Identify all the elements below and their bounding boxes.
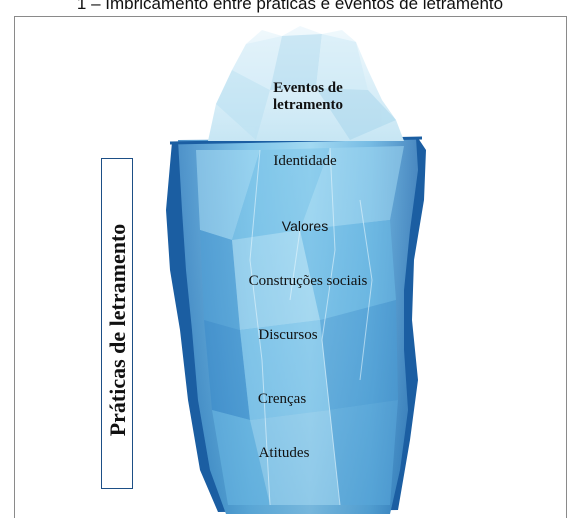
layer-construcoes-sociais: Construções sociais	[249, 273, 368, 290]
side-label: Práticas de letramento	[105, 224, 131, 437]
tip-label: Eventos de letramento	[273, 80, 343, 114]
layer-atitudes: Atitudes	[259, 445, 310, 462]
layer-crencas: Crenças	[258, 391, 306, 408]
tip-label-line1: Eventos de	[273, 80, 343, 97]
layer-valores: Valores	[282, 218, 328, 234]
layer-identidade: Identidade	[273, 153, 336, 170]
layer-discursos: Discursos	[258, 327, 317, 344]
tip-label-line2: letramento	[273, 97, 343, 114]
